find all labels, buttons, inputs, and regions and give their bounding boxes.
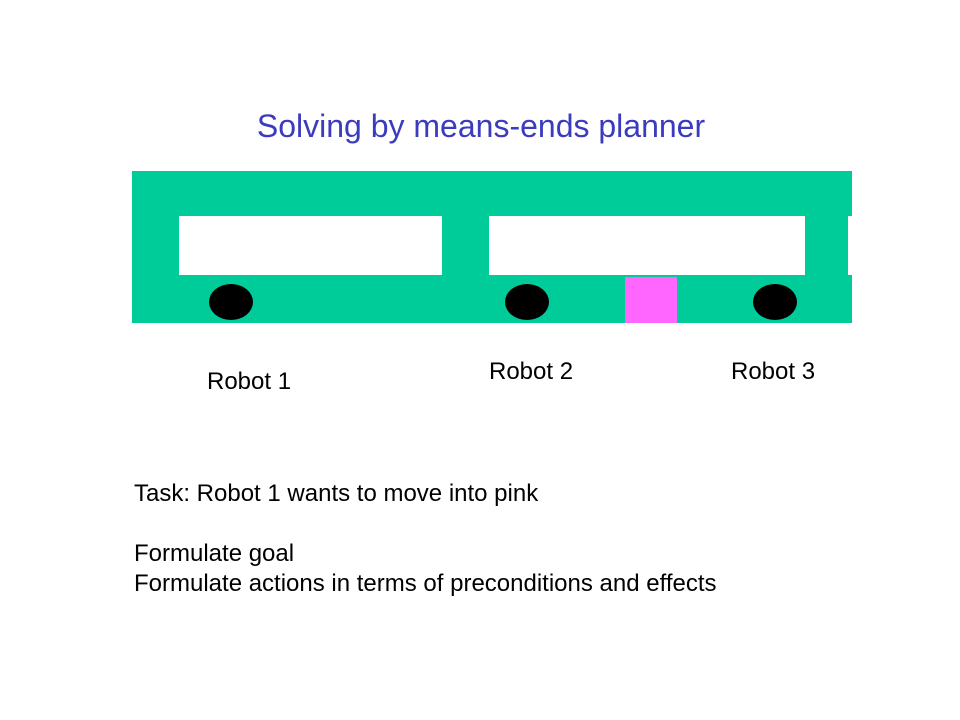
corridor-diagram <box>132 171 854 323</box>
corridor-window-right <box>489 216 805 275</box>
robot-2-marker <box>505 284 549 320</box>
pink-target-cell <box>625 277 677 323</box>
step-line-2: Formulate actions in terms of preconditi… <box>134 570 717 597</box>
corridor-window-edge <box>848 216 854 275</box>
spacer <box>134 509 717 539</box>
slide-title: Solving by means-ends planner <box>0 106 960 146</box>
robot-3-marker <box>753 284 797 320</box>
robot-3-label: Robot 3 <box>731 358 816 385</box>
task-description: Task: Robot 1 wants to move into pink Fo… <box>134 479 717 599</box>
robot-1-marker <box>209 284 253 320</box>
robot-1-label: Robot 1 <box>207 368 292 395</box>
robot-2-label: Robot 2 <box>489 358 574 385</box>
task-line: Task: Robot 1 wants to move into pink <box>134 480 539 507</box>
slide-title-text: Solving by means-ends planner <box>256 108 706 144</box>
corridor-window-left <box>179 216 442 275</box>
step-line-1: Formulate goal <box>134 540 295 567</box>
